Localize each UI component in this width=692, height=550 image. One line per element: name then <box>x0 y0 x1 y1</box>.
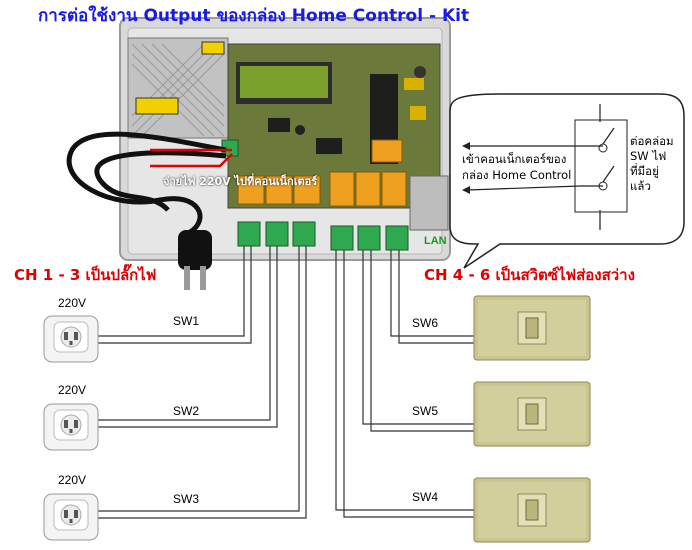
control-box <box>119 17 451 261</box>
callout-right-line1: ต่อคล่อม <box>630 134 674 148</box>
callout-left-line2: กล่อง Home Control <box>462 168 572 182</box>
ch-1-3-label: CH 1 - 3 เป็นปลั๊กไฟ <box>14 266 157 284</box>
callout-right-line3: ที่มีอยู่ <box>630 164 659 178</box>
outlet-1-voltage: 220V <box>58 296 87 310</box>
callout-bubble <box>449 93 685 269</box>
sw3-label: SW3 <box>173 492 200 506</box>
page-title: การต่อใช้งาน Output ของกล่อง Home Contro… <box>38 6 470 26</box>
callout-left-line1: เข้าคอนเน็กเตอร์ของ <box>462 152 567 166</box>
outlet-2 <box>43 403 99 451</box>
outlet-3 <box>43 493 99 541</box>
relay-row <box>237 171 407 207</box>
wires <box>96 246 476 519</box>
power-supply <box>127 37 229 139</box>
light-switch-5 <box>473 381 591 447</box>
terminal-blocks <box>237 221 409 251</box>
outlet-2-voltage: 220V <box>58 383 87 397</box>
sw1-label: SW1 <box>173 314 200 328</box>
sw5-label: SW5 <box>412 404 439 418</box>
power-note: จ่ายไฟ 220V ไปที่คอนเน็กเตอร์ <box>163 175 318 188</box>
callout-right-line2: SW ไฟ <box>630 149 667 163</box>
light-switch-4 <box>473 477 591 543</box>
sw4-label: SW4 <box>412 490 439 504</box>
lan-label: LAN <box>424 235 447 247</box>
sw2-label: SW2 <box>173 404 200 418</box>
light-switch-6 <box>473 295 591 361</box>
ch-4-6-label: CH 4 - 6 เป็นสวิตซ์ไฟส่องสว่าง <box>424 266 635 284</box>
power-cord <box>66 131 233 290</box>
outlet-1 <box>43 315 99 363</box>
outlet-3-voltage: 220V <box>58 473 87 487</box>
callout-right-line4: แล้ว <box>630 179 651 193</box>
lan-port <box>409 175 449 231</box>
sw6-label: SW6 <box>412 316 439 330</box>
